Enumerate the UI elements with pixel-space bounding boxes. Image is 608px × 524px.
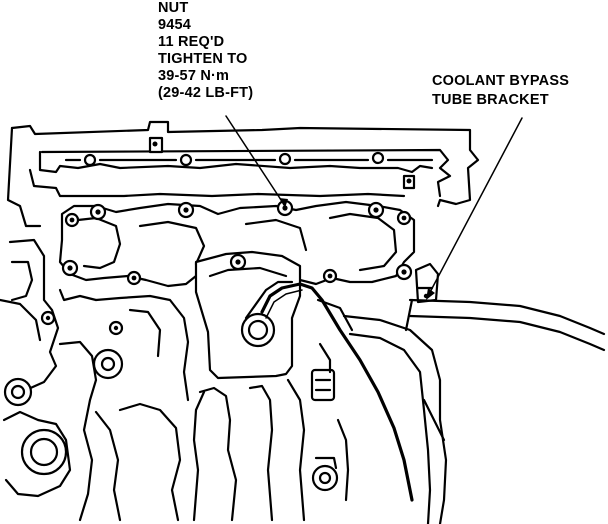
coolant-label-line1: COOLANT BYPASS (432, 73, 570, 89)
coolant-leader-line (427, 117, 523, 297)
nut-torque-heading: TIGHTEN TO (158, 51, 248, 67)
exhaust-manifold (58, 199, 416, 380)
coolant-label-line2: TUBE BRACKET (432, 92, 549, 108)
nut-part-number: 9454 (158, 17, 192, 33)
nut-torque-metric: 39-57 N·m (158, 68, 230, 84)
right-housing (336, 298, 448, 524)
nut-leader-line (225, 115, 286, 207)
engine-front-left (0, 238, 190, 522)
coolant-bypass-tube-bracket (408, 262, 606, 352)
nut-torque-imperial: (29-42 LB-FT) (158, 85, 254, 101)
nut-callout: NUT 9454 11 REQ'D TIGHTEN TO 39-57 N·m (… (158, 0, 253, 102)
sensor-wire (260, 282, 414, 502)
nut-quantity: 11 REQ'D (158, 34, 225, 50)
cylinder-head (6, 120, 480, 228)
lower-engine-area (192, 298, 354, 522)
nut-label: NUT (158, 0, 189, 16)
coolant-bracket-callout: COOLANT BYPASS TUBE BRACKET (432, 72, 569, 110)
